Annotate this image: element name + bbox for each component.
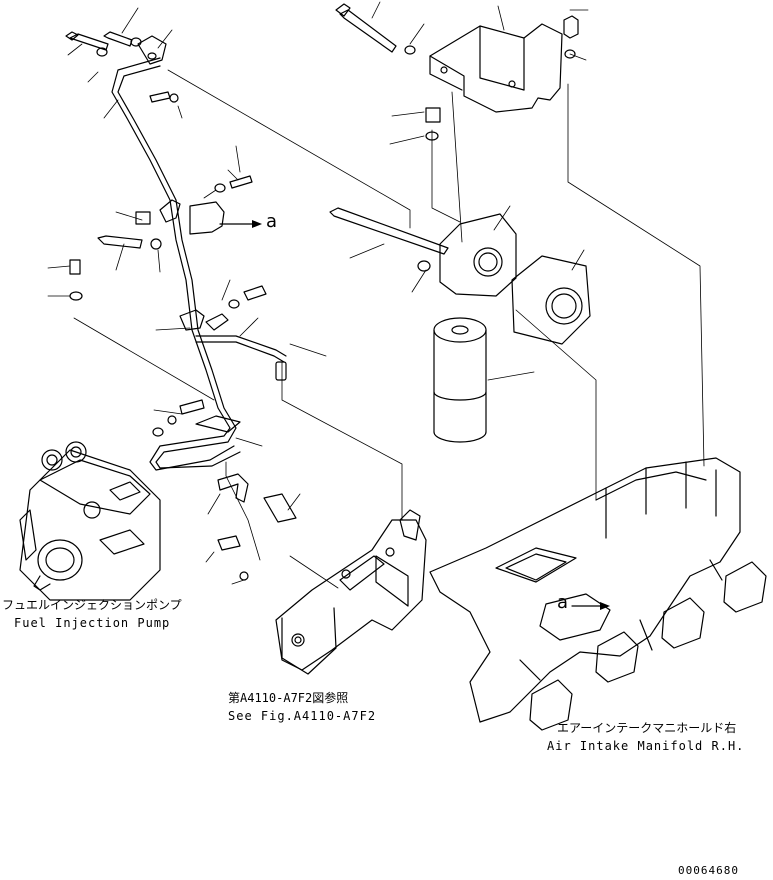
intake-manifold <box>429 457 767 731</box>
fuel-pump-label-jp: フュエルインジェクションポンプ <box>2 598 182 612</box>
top-left-hardware <box>65 31 179 103</box>
callout-a-top: a <box>266 211 278 232</box>
see-fig-label-en: See Fig.A4110-A7F2 <box>228 709 377 723</box>
clamp-hardware <box>69 175 297 581</box>
mounting-bracket <box>429 15 579 113</box>
filter-head <box>329 207 517 297</box>
leader-lines <box>47 1 589 585</box>
callout-arrows <box>219 220 610 610</box>
fuel-pump-label-en: Fuel Injection Pump <box>14 616 171 630</box>
adapter-block <box>511 255 591 345</box>
manifold-label-en: Air Intake Manifold R.H. <box>547 739 745 753</box>
reference-lines <box>73 69 705 589</box>
fuel-injection-pump <box>19 441 161 601</box>
drain-plug <box>425 107 441 141</box>
see-fig-label-jp: 第A4110-A7F2図参照 <box>228 691 349 705</box>
filter-cartridge <box>433 317 487 443</box>
long-bolt-top <box>335 3 416 55</box>
fuel-pipe <box>111 57 287 471</box>
callout-a-manifold: a <box>557 592 569 613</box>
drawing-number: 00064680 <box>678 864 739 877</box>
filter-base <box>275 509 427 675</box>
manifold-label-jp: エアーインテークマニホールド右 <box>557 721 737 735</box>
